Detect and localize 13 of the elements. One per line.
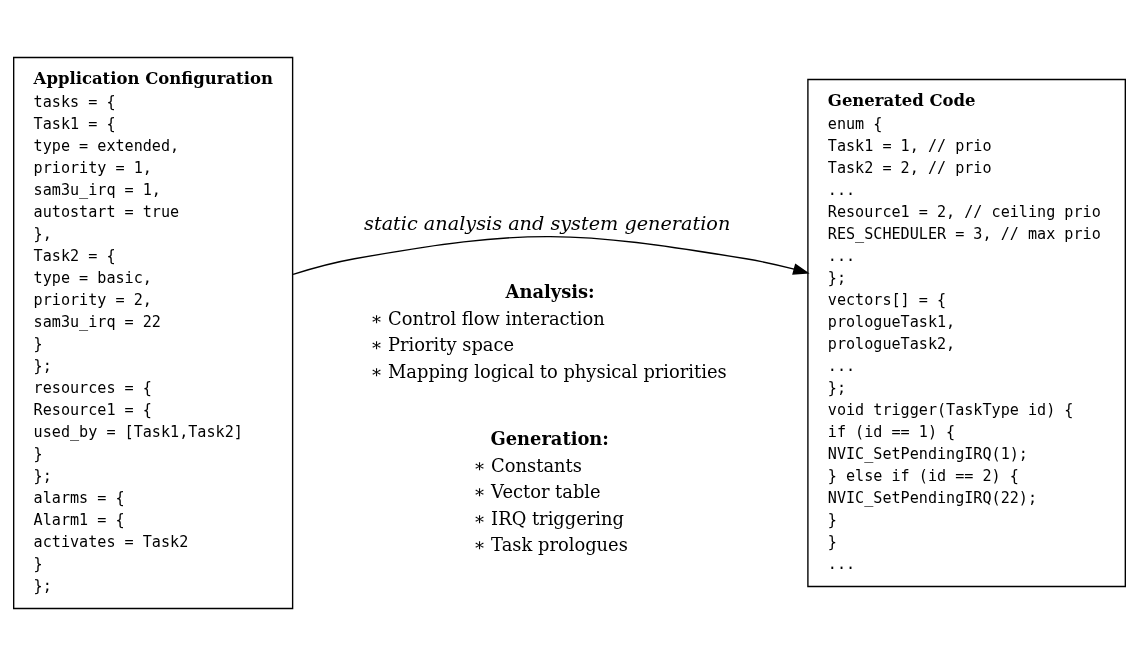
node-box: Generated Code enum { Task1 = 1, // prio Task2 = 2, // prio ... Resource1 = 2, // ceiling prio RES_SCHEDULER = 3, // max prio ... }; vectors[] = { prologueTask1, prologueTask2, ... }; void trigger(TaskType id) { if (id == 1) { NVIC_SetPendingIRQ(1); } else if (id == 2) { NVIC_SetPendingIRQ(22); } } ... (807, 78, 1126, 588)
label: ∗ Mapping logical to physical priorities (370, 360, 727, 382)
label: ∗ Control flow interaction (370, 308, 605, 330)
label: ∗ IRQ triggering (473, 507, 624, 529)
edge-label: static analysis and system generation (364, 212, 731, 236)
arrow (292, 235, 810, 276)
label: Analysis: (505, 280, 595, 302)
label: Generation: (490, 427, 609, 449)
label: ∗ Priority space (370, 334, 515, 356)
label: ∗ Task prologues (473, 533, 628, 555)
node-box: Application Configuration tasks = { Task1 = { type = extended, priority = 1, sam3u_irq = 1, autostart = true }, Task2 = { type = basic, priority = 2, sam3u_irq = 22 } }; resources = { Resource1 = { used_by = [Task1,Task2] } }; alarms = { Alarm1 = { activates = Task2 } }; (13, 56, 294, 610)
label: ∗ Vector table (473, 481, 601, 503)
label: ∗ Constants (473, 455, 582, 477)
